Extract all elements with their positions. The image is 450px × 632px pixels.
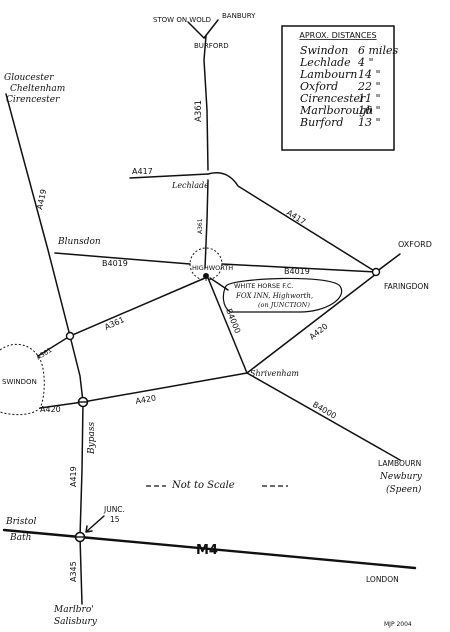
distance-place: Swindon — [300, 44, 348, 57]
place-blunsdon: Blunsdon — [57, 237, 101, 247]
venue-line-3: (on JUNCTION) — [258, 301, 310, 309]
label-a417-west: A417 — [132, 167, 153, 176]
label-a361-north: A361 — [194, 100, 204, 122]
distance-place: Burford — [299, 116, 343, 129]
distance-place: Cirencester — [300, 92, 366, 105]
place-salisbury: Salisbury — [54, 617, 98, 627]
place-lechlade: Lechlade — [171, 181, 209, 190]
place-newbury: Newbury — [379, 472, 423, 482]
place-cirencester: Cirencester — [6, 95, 60, 105]
road-b4019-west — [54, 252, 191, 265]
distance-place: Lambourn — [299, 68, 357, 81]
place-swindon: SWINDON — [2, 378, 37, 386]
distance-value: 22 " — [357, 80, 381, 93]
road-burford-stow — [187, 21, 205, 39]
roundabout-swindon-a361 — [65, 331, 75, 341]
place-burford: BURFORD — [194, 42, 229, 50]
highworth-circle — [189, 247, 223, 281]
place-shrivenham: Shrivenham — [250, 369, 299, 378]
place-stow-on-wold: STOW ON WOLD — [153, 16, 211, 24]
distance-box — [281, 25, 395, 151]
venue-callout-pointer — [209, 277, 229, 291]
place-london: LONDON — [366, 575, 399, 584]
road-a345 — [79, 536, 83, 605]
distance-value: 16 " — [358, 104, 381, 117]
place-cheltenham: Cheltenham — [10, 84, 65, 94]
place-marlboro: Marlbro' — [53, 605, 94, 615]
place-highworth: HIGHWORTH — [192, 264, 233, 272]
label-a345: A345 — [69, 561, 78, 582]
distance-place: Marlborough — [299, 104, 373, 117]
place-banbury: BANBURY — [222, 12, 256, 20]
distance-box-title: APROX. DISTANCES — [299, 31, 376, 40]
place-speen: (Speen) — [386, 484, 422, 495]
place-faringdon: FARINGDON — [384, 282, 429, 291]
label-junction: JUNC. — [103, 505, 125, 514]
road-a420-east — [246, 273, 377, 374]
road-a420-west — [39, 401, 84, 409]
signature: MJP 2004 — [384, 621, 412, 628]
distance-value: 13 " — [358, 116, 381, 129]
road-a361-south — [204, 179, 209, 269]
junction-pointer-arrow — [85, 515, 105, 533]
label-m4: M4 — [196, 543, 218, 558]
road-a417-east — [207, 172, 377, 273]
road-a417-west — [129, 173, 209, 179]
label-junction-no: 15 — [110, 515, 120, 524]
venue-line-2: FOX INN, Highworth, — [235, 292, 313, 300]
label-a420-west: A420 — [40, 405, 61, 414]
distance-place: Oxford — [300, 80, 338, 93]
label-a420-mid: A420 — [135, 394, 157, 406]
label-a361-swindon: A361 — [35, 346, 54, 362]
road-faringdon-oxford — [375, 253, 401, 273]
place-gloucester: Gloucester — [4, 73, 54, 83]
label-a361-west: A361 — [103, 315, 126, 332]
highworth-junction-dot — [203, 273, 209, 279]
venue-callout — [222, 277, 343, 313]
distance-value: 4 " — [357, 56, 374, 69]
road-b4019-east — [221, 263, 377, 273]
road-a361-north — [203, 35, 209, 171]
road-burford-banbury — [203, 19, 219, 39]
road-a419-bypass — [79, 401, 84, 538]
label-b4019-east: B4019 — [284, 267, 310, 276]
distance-value: 6 miles — [358, 44, 398, 57]
venue-line-1: WHITE HORSE F.C. — [234, 282, 294, 290]
road-a420-mid — [82, 372, 248, 403]
place-lambourn: LAMBOURN — [378, 459, 421, 468]
label-a361-south: A361 — [197, 218, 204, 234]
place-oxford: OXFORD — [398, 240, 432, 249]
roundabout-faringdon — [371, 267, 381, 277]
label-a419-south: A419 — [69, 466, 78, 487]
place-bath: Bath — [9, 533, 31, 543]
road-b4000-north — [207, 277, 248, 374]
swindon-town-outline — [0, 343, 45, 416]
label-a419-north: A419 — [35, 188, 48, 210]
label-bypass: Bypass — [87, 422, 97, 455]
place-bristol: Bristol — [5, 517, 36, 527]
distance-value: 14 " — [358, 68, 381, 81]
label-a417-east: A417 — [285, 208, 307, 227]
distance-value: 11 " — [358, 92, 381, 105]
road-b4000-south — [246, 372, 401, 461]
distance-place: Lechlade — [299, 56, 351, 69]
label-b4019-west: B4019 — [102, 259, 128, 268]
scale-note: Not to Scale — [171, 480, 235, 491]
